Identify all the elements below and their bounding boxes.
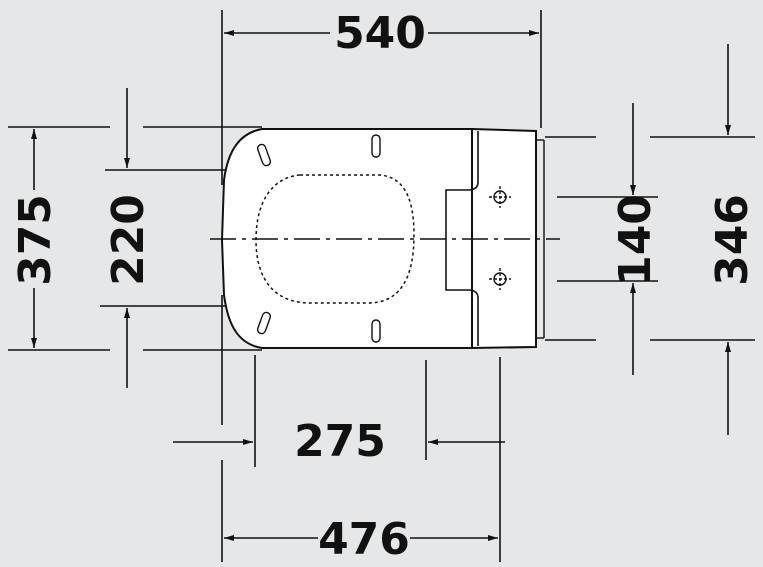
dimension-476-label: 476 bbox=[318, 514, 410, 565]
dimension-220: 220 bbox=[100, 88, 262, 388]
dimension-540: 540 bbox=[221, 8, 542, 185]
dimension-375-label: 375 bbox=[10, 194, 61, 286]
hinge-cutout bbox=[445, 131, 479, 346]
hinge-fixing-top bbox=[489, 186, 511, 208]
hinge-fixing-bottom bbox=[489, 268, 511, 290]
dimension-275: 275 bbox=[173, 295, 505, 467]
seat-opening bbox=[255, 174, 415, 304]
dimension-346-label: 346 bbox=[707, 194, 758, 286]
dimension-140-label: 140 bbox=[610, 194, 661, 286]
bumper-front-left bbox=[371, 134, 381, 158]
dimension-140: 140 bbox=[545, 103, 661, 375]
dimension-375: 375 bbox=[8, 126, 110, 351]
dimension-346: 346 bbox=[650, 44, 758, 435]
dimension-476: 476 bbox=[221, 460, 501, 565]
bumper-front-right bbox=[371, 319, 381, 343]
dimension-540-label: 540 bbox=[334, 8, 426, 59]
bumper-rear-left bbox=[256, 143, 272, 167]
bumper-rear-right bbox=[256, 311, 272, 335]
dimension-275-label: 275 bbox=[294, 416, 386, 467]
seat-drawing bbox=[210, 127, 560, 350]
dimension-220-label: 220 bbox=[103, 194, 154, 286]
